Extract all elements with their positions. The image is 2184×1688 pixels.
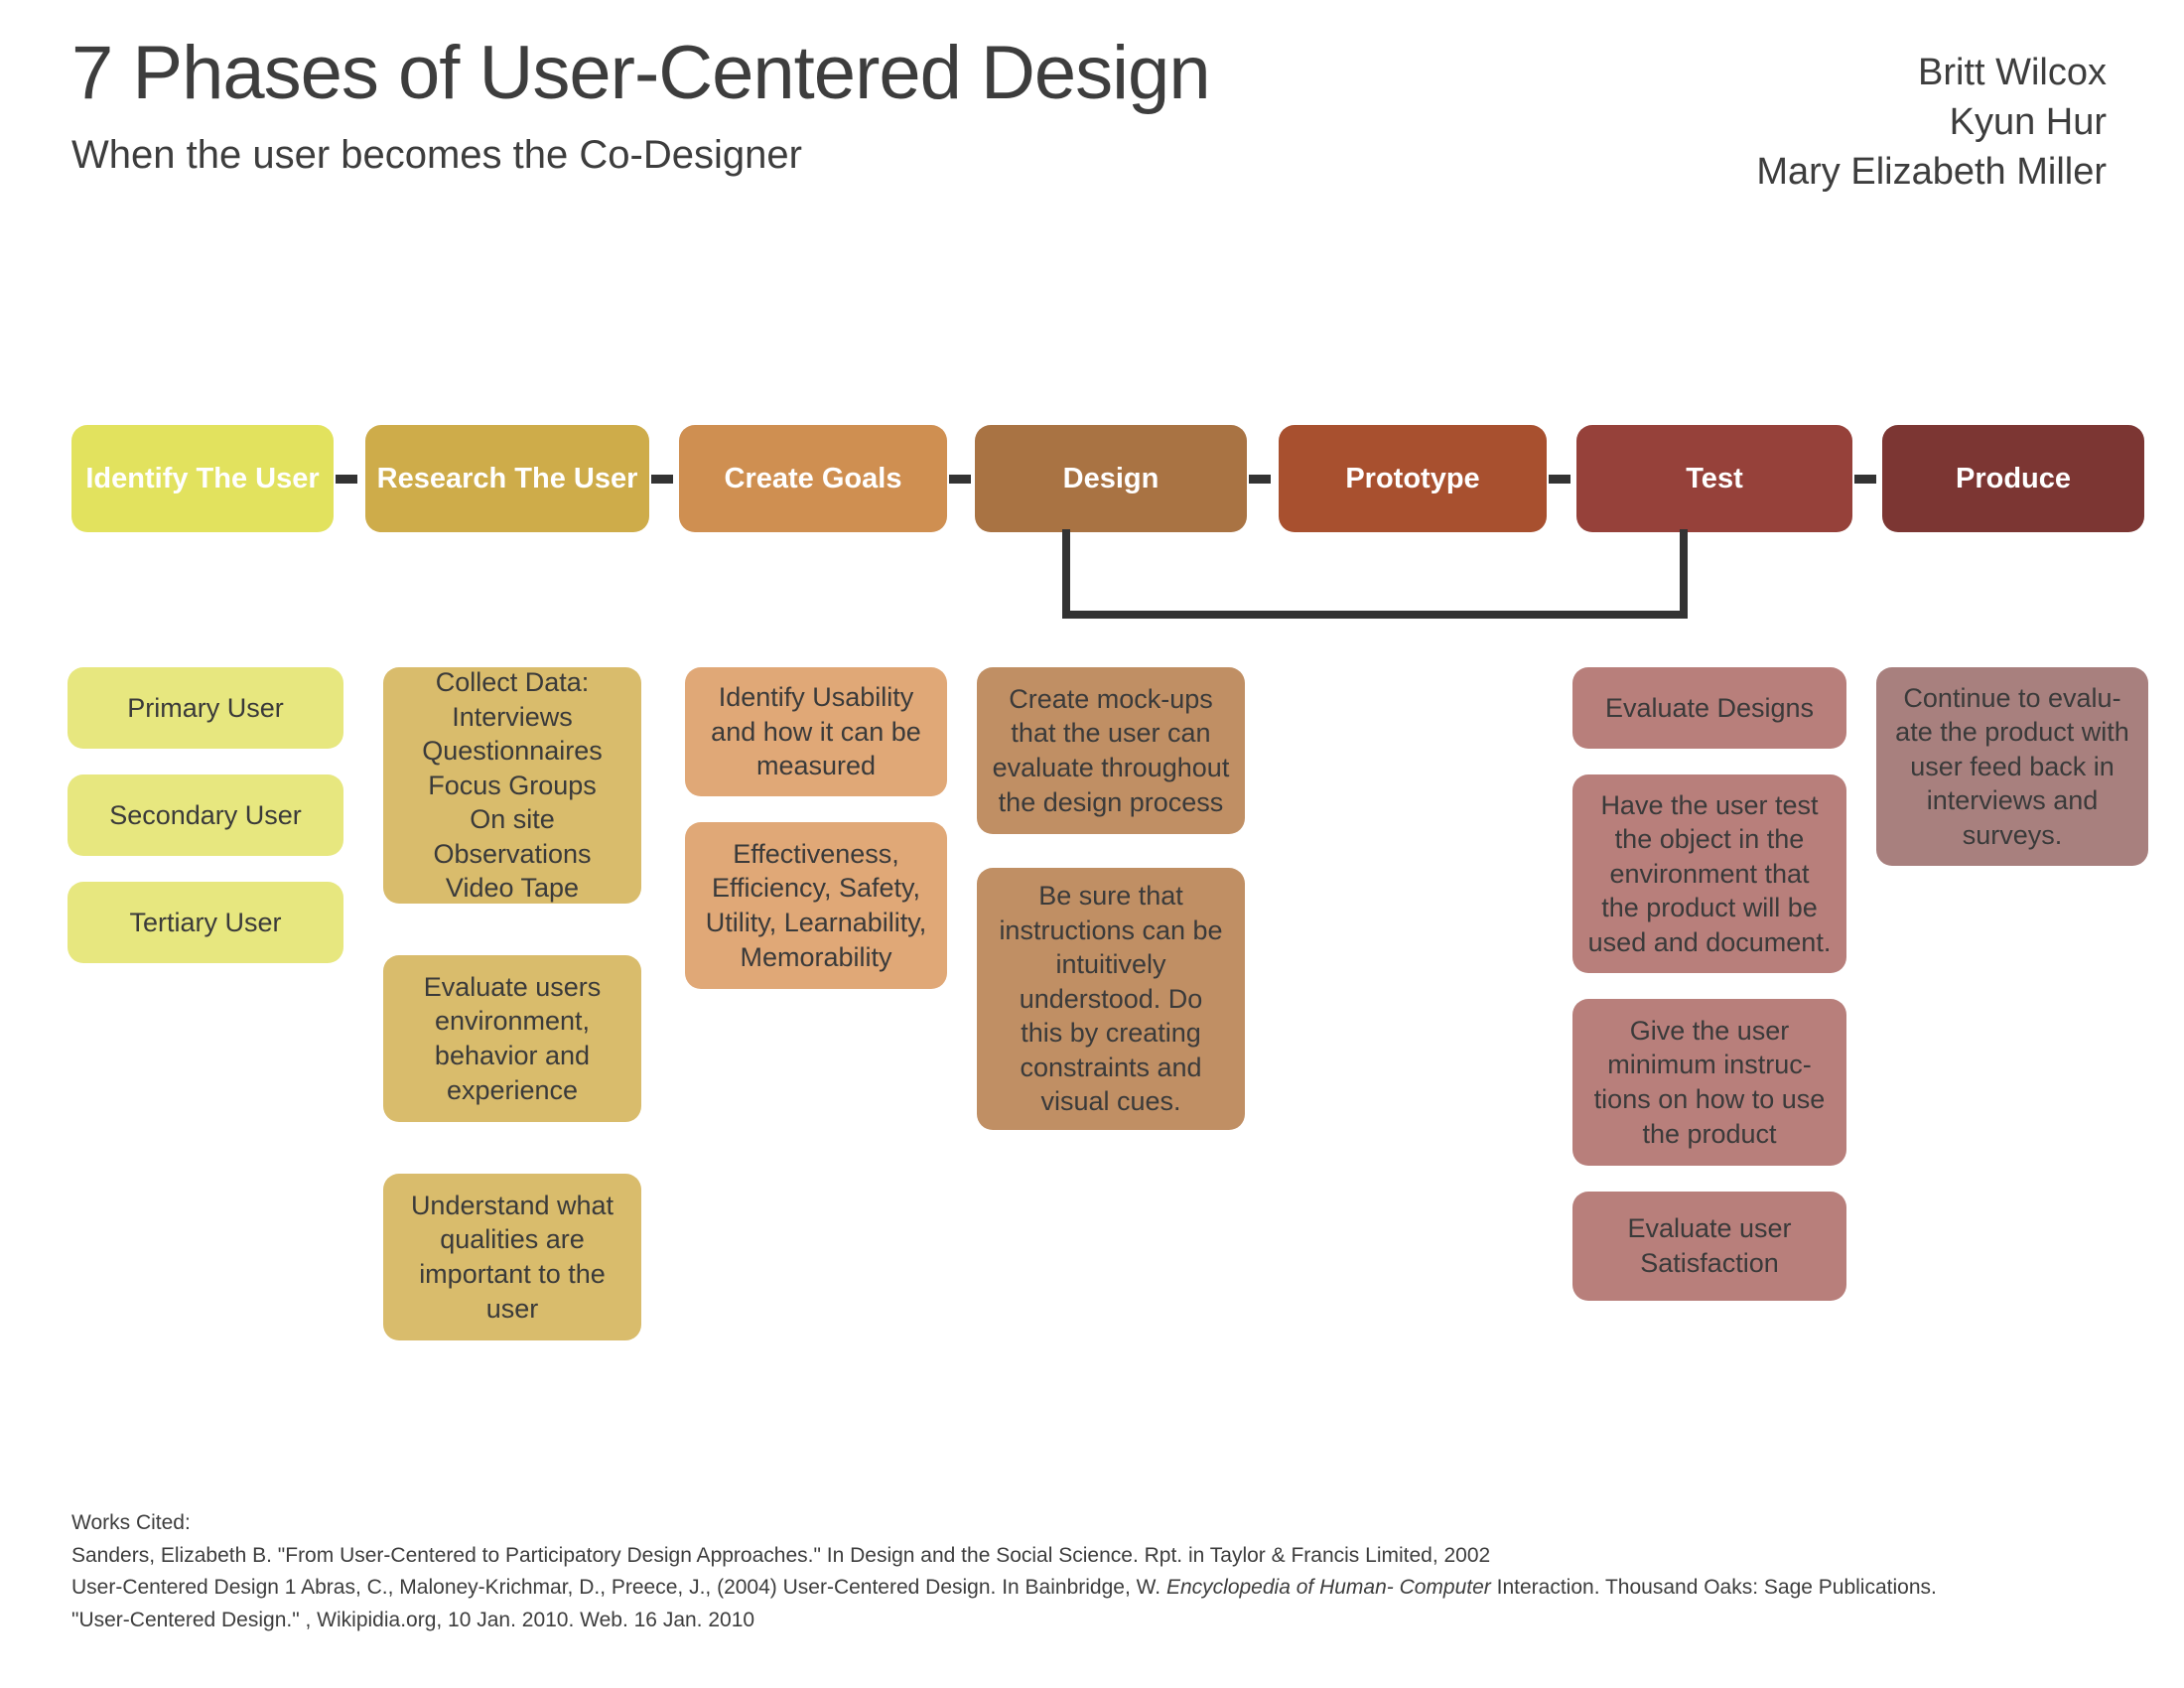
works-cited-entry: Sanders, Elizabeth B. "From User-Centere… — [71, 1540, 2116, 1573]
phase-box-identify-the-user[interactable]: Identify The User — [71, 425, 334, 532]
card-research-the-user-2[interactable]: Evaluate users environment, behavior and… — [383, 955, 641, 1122]
column-produce: Continue to evalu- ate the product with … — [1876, 667, 2148, 866]
column-research-the-user: Collect Data: Interviews Questionnaires … — [383, 667, 641, 1340]
phase-box-design[interactable]: Design — [975, 425, 1247, 532]
card-text: Continue to evalu- ate the product with … — [1895, 682, 2129, 850]
column-create-goals: Identify Usability and how it can be mea… — [685, 667, 947, 989]
card-text: Tertiary User — [129, 907, 282, 937]
column-design: Create mock-ups that the user can evalua… — [977, 667, 1245, 1130]
feedback-loop-left-segment — [1062, 529, 1070, 617]
author-name: Britt Wilcox — [1918, 52, 2107, 93]
page-header: 7 Phases of User-Centered Design When th… — [0, 0, 2184, 258]
card-create-goals-2[interactable]: Effectiveness, Efficiency, Safety, Utili… — [685, 822, 947, 989]
citation-text: Interaction. Thousand Oaks: Sage Publica… — [1490, 1576, 1937, 1600]
phase-connector-1 — [336, 475, 357, 484]
phase-label: Create Goals — [724, 462, 902, 494]
card-text: Create mock-ups that the user can evalua… — [992, 683, 1230, 817]
card-text: Secondary User — [109, 799, 302, 830]
card-research-the-user-1[interactable]: Collect Data: Interviews Questionnaires … — [383, 667, 641, 904]
card-text: Have the user test the object in the env… — [1587, 789, 1832, 957]
title-block: 7 Phases of User-Centered Design When th… — [71, 31, 1211, 178]
author-name: Mary Elizabeth Miller — [1756, 151, 2107, 194]
phase-label: Prototype — [1345, 462, 1480, 494]
card-test-3[interactable]: Give the user minimum instruc- tions on … — [1572, 999, 1846, 1166]
card-text: Give the user minimum instruc- tions on … — [1593, 1015, 1826, 1149]
phase-box-prototype[interactable]: Prototype — [1279, 425, 1547, 532]
works-cited-entry: "User-Centered Design." , Wikipidia.org,… — [71, 1605, 2116, 1637]
phase-bar: Identify The User Research The User Create… — [0, 425, 2184, 534]
phase-connector-2 — [651, 475, 673, 484]
citation-text: User-Centered Design 1 Abras, C., Malone… — [71, 1576, 1166, 1600]
phase-connector-6 — [1854, 475, 1876, 484]
works-cited-entry: User-Centered Design 1 Abras, C., Malone… — [71, 1572, 2116, 1605]
works-cited: Works Cited: Sanders, Elizabeth B. "From… — [71, 1507, 2116, 1636]
card-identify-the-user-3[interactable]: Tertiary User — [68, 882, 343, 963]
card-text: Collect Data: Interviews Questionnaires … — [422, 667, 603, 904]
phase-box-research-the-user[interactable]: Research The User — [365, 425, 649, 532]
card-text: Evaluate users environment, behavior and… — [423, 971, 602, 1105]
feedback-loop-right-segment — [1680, 529, 1688, 617]
phase-connector-5 — [1549, 475, 1570, 484]
card-text: Evaluate user Satisfaction — [1627, 1213, 1792, 1278]
feedback-loop-bottom-segment — [1062, 611, 1688, 619]
feedback-loop-connector — [1062, 529, 1688, 619]
page-title: 7 Phases of User-Centered Design — [71, 31, 1211, 115]
card-identify-the-user-1[interactable]: Primary User — [68, 667, 343, 749]
author-name: Kyun Hur — [1949, 101, 2107, 144]
card-research-the-user-3[interactable]: Understand what qualities are important … — [383, 1174, 641, 1340]
phase-connector-3 — [949, 475, 971, 484]
phase-label: Research The User — [376, 462, 638, 494]
citation-title-italic: Encyclopedia of Human- Computer — [1165, 1576, 1491, 1600]
card-identify-the-user-2[interactable]: Secondary User — [68, 774, 343, 856]
works-cited-heading: Works Cited: — [71, 1511, 191, 1534]
card-test-2[interactable]: Have the user test the object in the env… — [1572, 774, 1846, 973]
phase-box-produce[interactable]: Produce — [1882, 425, 2144, 532]
card-test-4[interactable]: Evaluate user Satisfaction — [1572, 1192, 1846, 1301]
card-text: Understand what qualities are important … — [410, 1190, 614, 1324]
card-test-1[interactable]: Evaluate Designs — [1572, 667, 1846, 749]
phase-box-test[interactable]: Test — [1576, 425, 1852, 532]
card-design-2[interactable]: Be sure that instructions can be intuiti… — [977, 868, 1245, 1130]
card-produce-1[interactable]: Continue to evalu- ate the product with … — [1876, 667, 2148, 866]
phase-label: Produce — [1955, 462, 2072, 494]
card-create-goals-1[interactable]: Identify Usability and how it can be mea… — [685, 667, 947, 796]
phase-label: Identify The User — [85, 462, 320, 494]
card-text: Identify Usability and how it can be mea… — [711, 682, 921, 781]
page-subtitle: When the user becomes the Co-Designer — [71, 133, 802, 177]
works-cited-entries: Sanders, Elizabeth B. "From User-Centere… — [71, 1540, 2116, 1637]
phase-label: Design — [1062, 462, 1160, 494]
card-text: Primary User — [127, 692, 284, 723]
phase-box-create-goals[interactable]: Create Goals — [679, 425, 947, 532]
card-text: Effectiveness, Efficiency, Safety, Utili… — [705, 838, 927, 972]
card-design-1[interactable]: Create mock-ups that the user can evalua… — [977, 667, 1245, 834]
citation-text: "User-Centered Design." , Wikipidia.org,… — [71, 1608, 755, 1631]
citation-text: Sanders, Elizabeth B. "From User-Centere… — [71, 1543, 1491, 1567]
phase-connector-4 — [1249, 475, 1271, 484]
card-text: Evaluate Designs — [1604, 692, 1815, 723]
card-text: Be sure that instructions can be intuiti… — [999, 881, 1223, 1117]
phase-label: Test — [1686, 462, 1743, 494]
